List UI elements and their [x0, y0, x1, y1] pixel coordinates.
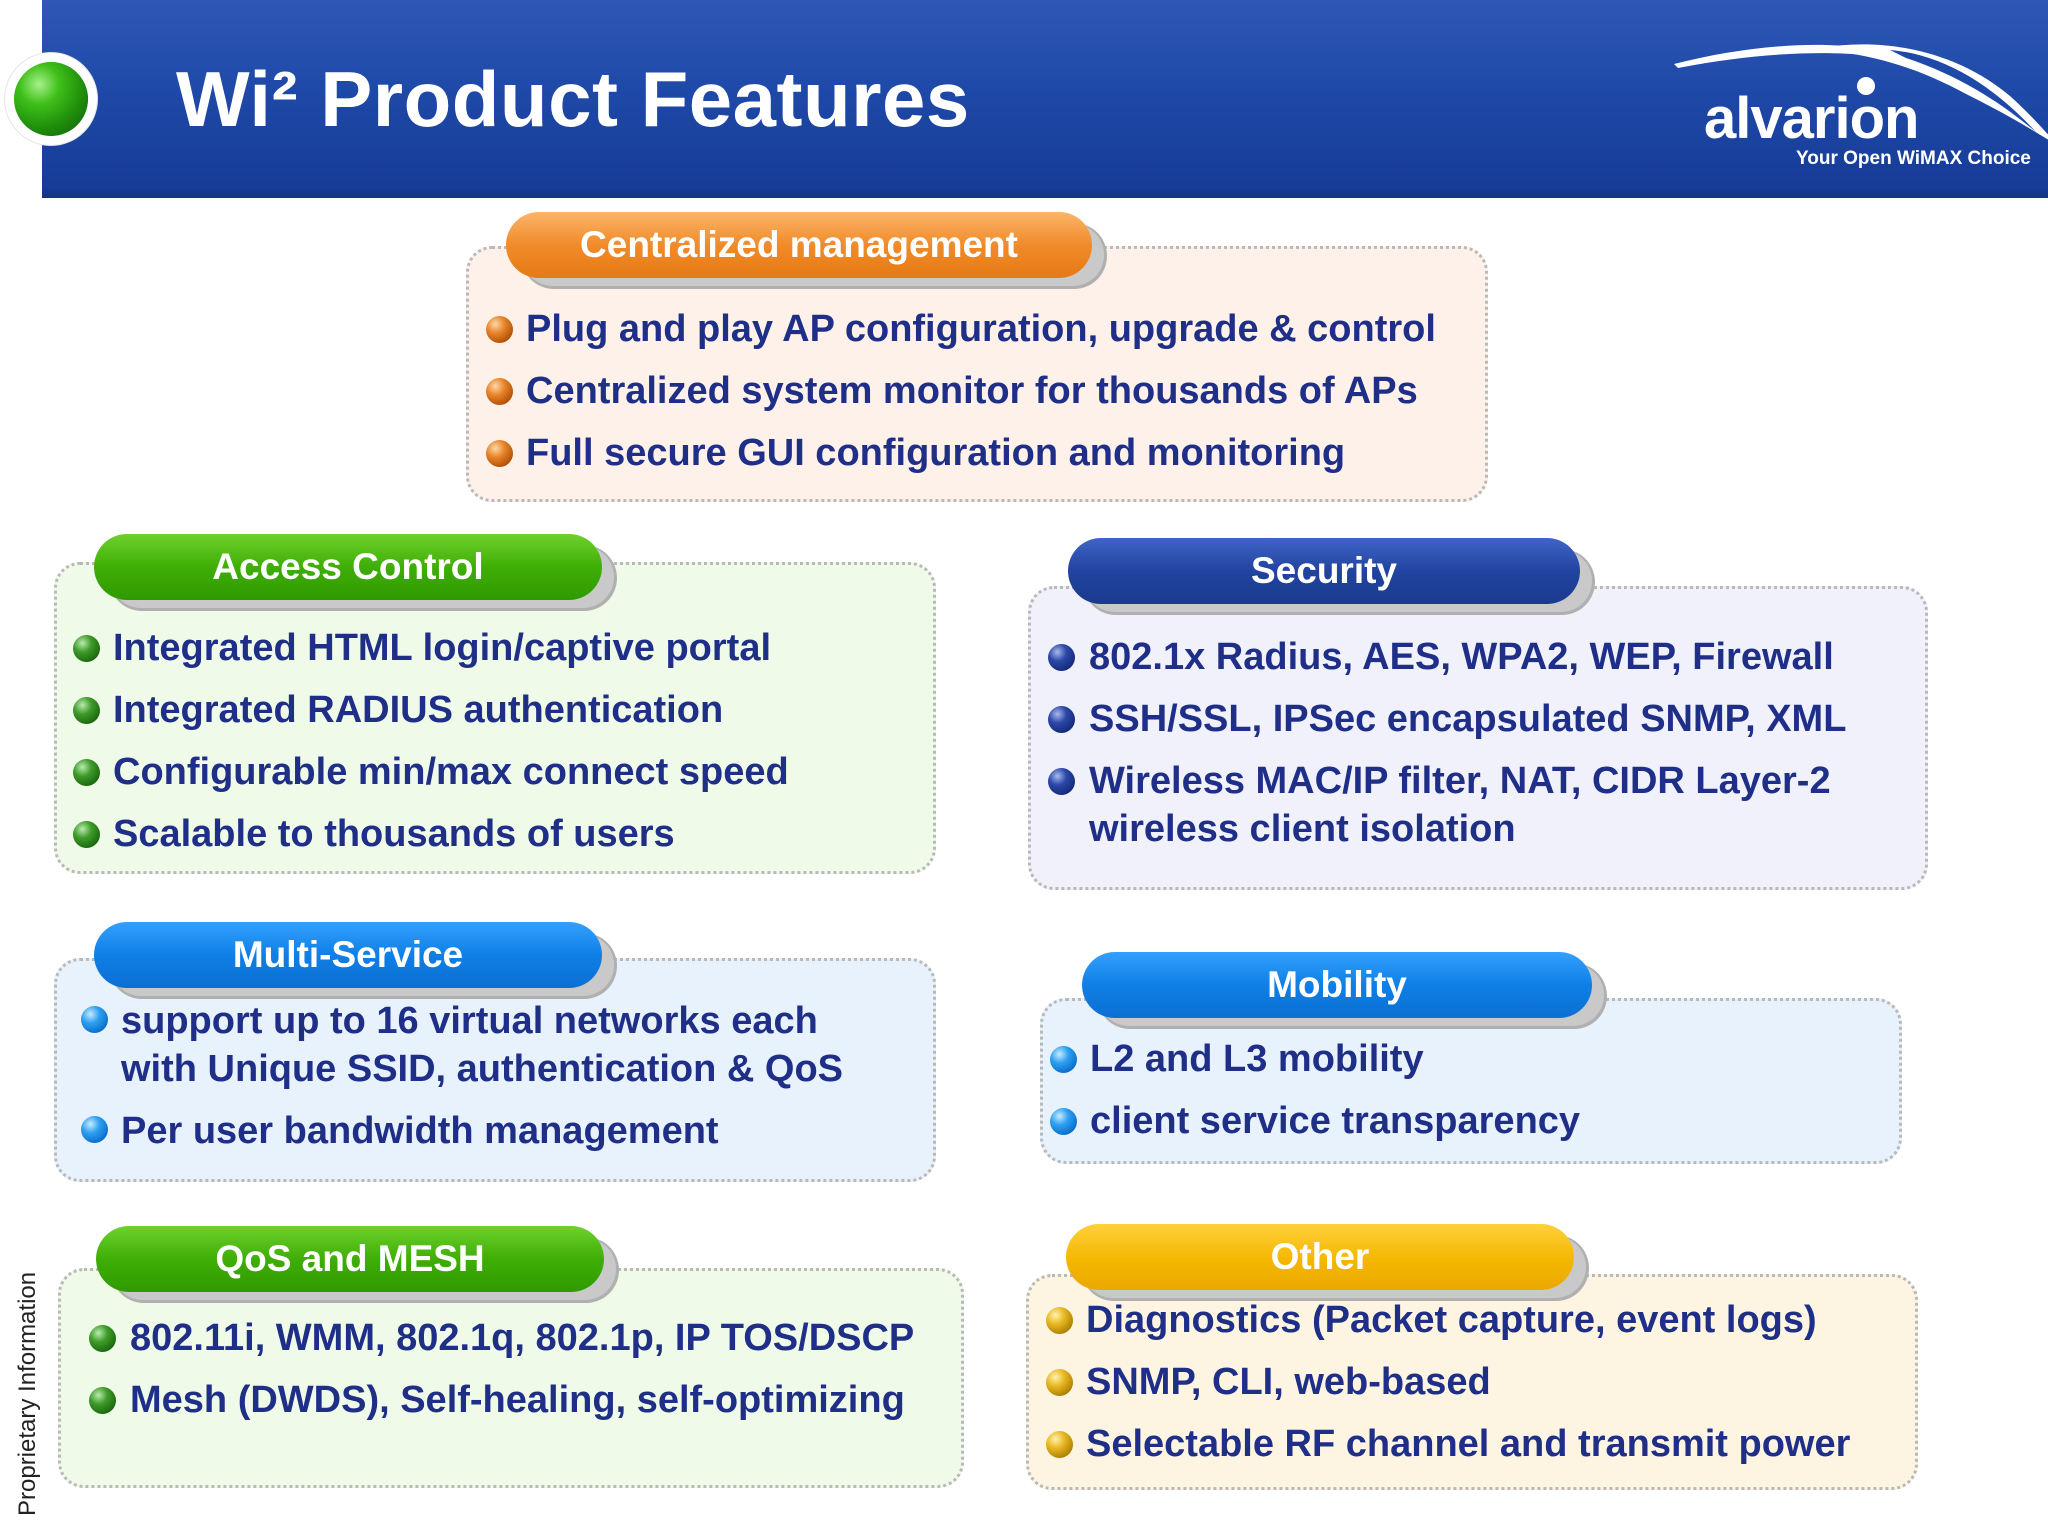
bullet-gold-icon	[1046, 1369, 1073, 1396]
list-item: Full secure GUI configuration and monito…	[526, 432, 1346, 474]
logo-tagline: Your Open WiMAX Choice	[1796, 148, 2031, 169]
list-item: SNMP, CLI, web-based	[1086, 1361, 1491, 1403]
bullet-gold-icon	[1046, 1431, 1073, 1458]
header-bar: Wi² Product Features alvarion Your Open …	[42, 0, 2048, 198]
list-item: Selectable RF channel and transmit power	[1086, 1423, 1851, 1465]
list-item: support up to 16 virtual networks each	[121, 1000, 818, 1042]
bullet-blue-icon	[1050, 1108, 1077, 1135]
list-item: L2 and L3 mobility	[1090, 1038, 1424, 1080]
panel-qos-mesh	[58, 1268, 964, 1488]
list-item: Per user bandwidth management	[121, 1110, 719, 1152]
proprietary-label: Proprietary Information	[14, 1271, 41, 1516]
bullet-green-icon	[73, 759, 100, 786]
list-item: Scalable to thousands of users	[113, 813, 675, 855]
logo-wordmark: alvarion	[1704, 86, 1919, 151]
bullet-blue-icon	[1050, 1046, 1077, 1073]
title-bullet-icon	[14, 62, 88, 136]
list-item: Integrated RADIUS authentication	[113, 689, 724, 731]
list-item: wireless client isolation	[1089, 808, 1516, 850]
tab-other: Other	[1066, 1224, 1574, 1290]
list-item: Mesh (DWDS), Self-healing, self-optimizi…	[130, 1379, 905, 1421]
bullet-green-icon	[89, 1325, 116, 1352]
panel-centralized-management	[466, 246, 1488, 502]
list-item: Integrated HTML login/captive portal	[113, 627, 772, 669]
list-item: 802.1x Radius, AES, WPA2, WEP, Firewall	[1089, 636, 1834, 678]
bullet-blue-icon	[81, 1116, 108, 1143]
list-item: Configurable min/max connect speed	[113, 751, 789, 793]
list-item: client service transparency	[1090, 1100, 1581, 1142]
list-item: 802.11i, WMM, 802.1q, 802.1p, IP TOS/DSC…	[130, 1317, 915, 1359]
bullet-green-icon	[73, 821, 100, 848]
list-item: Centralized system monitor for thousands…	[526, 370, 1418, 412]
tab-qos-mesh: QoS and MESH	[96, 1226, 604, 1292]
list-item: Plug and play AP configuration, upgrade …	[526, 308, 1436, 350]
bullet-navy-icon	[1048, 644, 1075, 671]
bullet-green-icon	[89, 1387, 116, 1414]
panel-security	[1028, 586, 1928, 890]
bullet-blue-icon	[81, 1006, 108, 1033]
page-title: Wi² Product Features	[176, 55, 970, 143]
bullet-green-icon	[73, 697, 100, 724]
tab-access-control: Access Control	[94, 534, 602, 600]
panel-other	[1026, 1274, 1918, 1490]
list-item: with Unique SSID, authentication & QoS	[121, 1048, 844, 1090]
tab-mobility: Mobility	[1082, 952, 1592, 1018]
panel-multi-service	[54, 958, 936, 1182]
bullet-orange-icon	[486, 440, 513, 467]
list-item: Diagnostics (Packet capture, event logs)	[1086, 1299, 1817, 1341]
logo-swoosh-icon	[1674, 44, 2048, 140]
bullet-gold-icon	[1046, 1307, 1073, 1334]
list-item: Wireless MAC/IP filter, NAT, CIDR Layer-…	[1089, 760, 1831, 802]
bullet-orange-icon	[486, 316, 513, 343]
alvarion-logo: alvarion Your Open WiMAX Choice	[1670, 36, 2048, 176]
bullet-navy-icon	[1048, 706, 1075, 733]
bullet-navy-icon	[1048, 768, 1075, 795]
tab-multi-service: Multi-Service	[94, 922, 602, 988]
tab-security: Security	[1068, 538, 1580, 604]
bullet-orange-icon	[486, 378, 513, 405]
tab-centralized-management: Centralized management	[506, 212, 1092, 278]
list-item: SSH/SSL, IPSec encapsulated SNMP, XML	[1089, 698, 1847, 740]
bullet-green-icon	[73, 635, 100, 662]
